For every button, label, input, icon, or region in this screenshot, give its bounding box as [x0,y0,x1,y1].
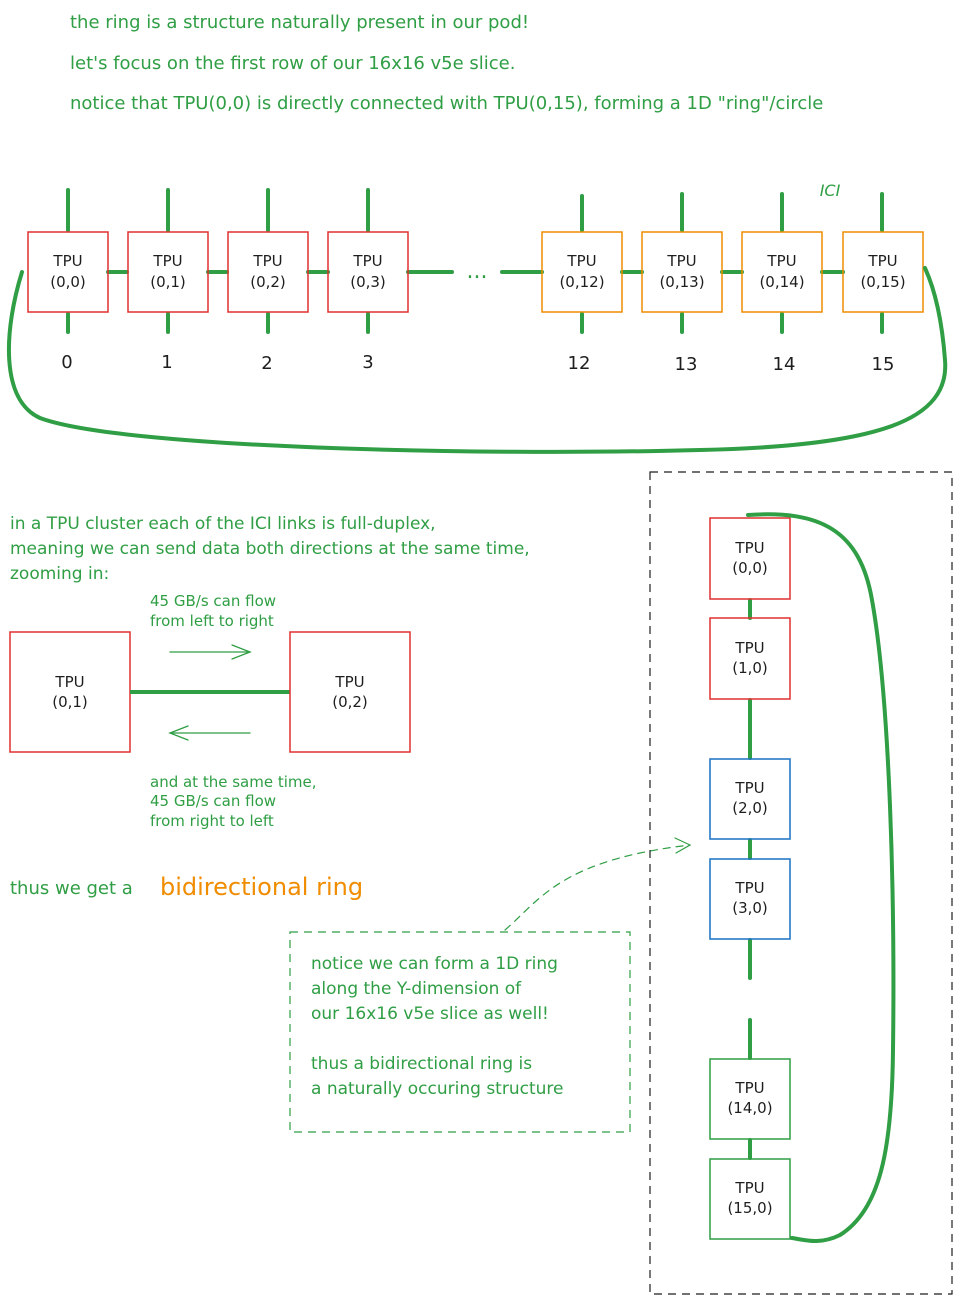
row-index-14: 14 [773,354,796,375]
row-node-12: TPU (0,12) [541,231,623,313]
note-line-2: along the Y-dimension of [311,979,522,999]
column-panel: TPU (0,0) TPU (1,0) TPU (2,0) TPU (3,0) … [649,471,953,1295]
row-index-1: 1 [161,352,172,373]
ici-label: ICI [820,181,841,200]
note-line-1: notice we can form a 1D ring [311,954,558,974]
row-index-12: 12 [568,353,591,374]
tpu-row: TPU (0,0) TPU (0,1) TPU (0,2) TPU (0,3) … [6,181,948,454]
ring-wraparound-link [6,266,948,454]
row-node-15: TPU (0,15) [842,231,924,313]
column-node-0: TPU (0,0) [709,517,791,600]
row-node-3-coord: (0,3) [350,273,386,291]
row-node-2-title: TPU [252,252,282,270]
row-node-13-title: TPU [666,252,696,270]
note-line-4: thus a bidirectional ring is [311,1054,532,1074]
row-node-3-title: TPU [352,252,382,270]
column-wraparound-link [746,512,896,1243]
column-node-0-coord: (0,0) [732,559,768,577]
column-node-15-title: TPU [734,1179,764,1197]
column-node-15: TPU (15,0) [709,1158,791,1240]
column-node-14-title: TPU [734,1079,764,1097]
column-node-14: TPU (14,0) [709,1058,791,1140]
row-node-15-title: TPU [867,252,897,270]
row-node-3: TPU (0,3) [327,231,409,313]
column-node-2-title: TPU [734,779,764,797]
duplex-left-node: TPU (0,1) [9,631,131,753]
duplex-right-node: TPU (0,2) [289,631,411,753]
duplex-diagram: 45 GB/s can flow from left to right TPU … [9,592,411,830]
column-node-14-coord: (14,0) [727,1099,772,1117]
row-index-3: 3 [362,352,373,373]
row-node-1-title: TPU [152,252,182,270]
note-line-3: our 16x16 v5e slice as well! [311,1004,549,1024]
row-node-0-title: TPU [52,252,82,270]
row-node-1: TPU (0,1) [127,231,209,313]
column-node-2: TPU (2,0) [709,758,791,840]
row-node-2-coord: (0,2) [250,273,286,291]
row-node-2: TPU (0,2) [227,231,309,313]
row-index-0: 0 [61,352,72,373]
column-node-1: TPU (1,0) [709,617,791,700]
note-pointer-arrow-icon [504,837,692,931]
flow-right-line-2: from left to right [150,612,274,630]
row-indices: 0 1 2 3 12 13 14 15 [61,352,894,375]
row-node-0-coord: (0,0) [50,273,86,291]
column-node-15-coord: (15,0) [727,1199,772,1217]
row-index-13: 13 [675,354,698,375]
arrow-right-icon [169,644,252,660]
row-node-13-coord: (0,13) [659,273,704,291]
column-node-1-title: TPU [734,639,764,657]
flow-left-caption: and at the same time, 45 GB/s can flow f… [150,773,317,830]
column-node-1-coord: (1,0) [732,659,768,677]
result-text: thus we get a bidirectional ring [10,873,363,901]
duplex-line-1: in a TPU cluster each of the ICI links i… [10,514,436,534]
intro-line-1: the ring is a structure naturally presen… [70,12,529,33]
arrow-left-icon [168,725,251,741]
duplex-left-title: TPU [54,673,84,691]
row-node-1-coord: (0,1) [150,273,186,291]
duplex-left-coord: (0,1) [52,693,88,711]
note-line-5: a naturally occuring structure [311,1079,563,1099]
row-node-14-coord: (0,14) [759,273,804,291]
column-node-3-coord: (3,0) [732,899,768,917]
result-highlight: bidirectional ring [160,873,363,901]
flow-right-caption: 45 GB/s can flow from left to right [150,592,276,630]
duplex-line-3: zooming in: [10,564,109,584]
row-node-14: TPU (0,14) [741,231,823,313]
duplex-right-title: TPU [334,673,364,691]
intro-line-3: notice that TPU(0,0) is directly connect… [70,93,823,114]
row-node-15-coord: (0,15) [860,273,905,291]
row-ellipsis: ... [467,259,488,284]
column-node-2-coord: (2,0) [732,799,768,817]
column-node-0-title: TPU [734,539,764,557]
duplex-text: in a TPU cluster each of the ICI links i… [10,514,530,584]
row-node-0: TPU (0,0) [27,231,109,313]
row-node-13: TPU (0,13) [641,231,723,313]
column-node-3: TPU (3,0) [709,858,791,940]
flow-right-line-1: 45 GB/s can flow [150,592,276,610]
intro-line-2: let's focus on the first row of our 16x1… [70,53,515,74]
row-index-2: 2 [261,353,272,374]
row-stubs [66,188,884,334]
row-index-15: 15 [872,354,895,375]
column-node-3-title: TPU [734,879,764,897]
flow-left-line-1: and at the same time, [150,773,317,791]
flow-left-line-2: 45 GB/s can flow [150,792,276,810]
intro-text: the ring is a structure naturally presen… [70,12,823,114]
duplex-right-coord: (0,2) [332,693,368,711]
duplex-line-2: meaning we can send data both directions… [10,539,530,559]
flow-left-line-3: from right to left [150,812,274,830]
row-node-12-coord: (0,12) [559,273,604,291]
row-node-14-title: TPU [766,252,796,270]
note-box: notice we can form a 1D ring along the Y… [289,931,631,1133]
row-node-12-title: TPU [566,252,596,270]
result-prefix: thus we get a [10,878,133,899]
